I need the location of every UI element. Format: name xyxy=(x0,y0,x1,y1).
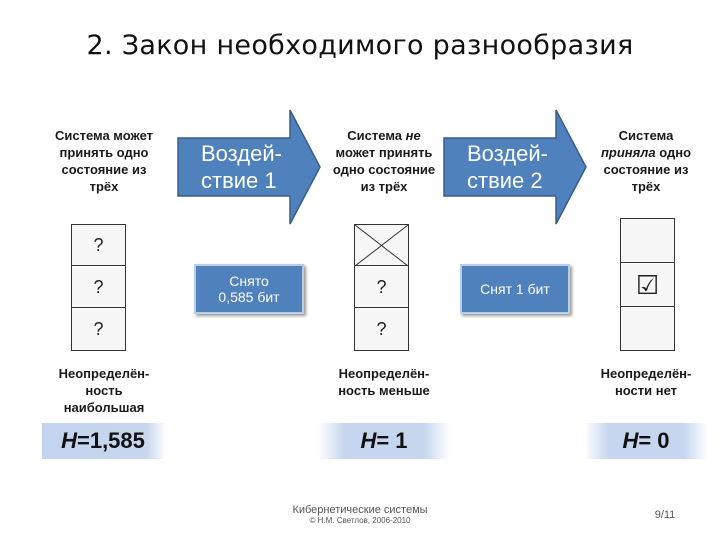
state-cell: ? xyxy=(72,309,125,350)
footer-course: Кибернетические системы © Н.М. Светлов, … xyxy=(260,504,460,525)
slide-title: 2. Закон необходимого разнообразия xyxy=(86,30,634,61)
entropy-value-1: H=1,585 xyxy=(42,423,164,459)
action-arrow-1 xyxy=(177,109,321,225)
state-2-caption: Система не может принять одно состояние … xyxy=(320,127,448,195)
arrow-label-line: Воздей- xyxy=(467,141,548,166)
arrow-1-label: Воздей- ствие 1 xyxy=(201,140,282,194)
state-cell: ? xyxy=(72,267,125,308)
entropy-number: = 1 xyxy=(376,428,408,453)
uncertainty-line: наибольшая xyxy=(63,400,145,415)
footer-copyright: © Н.М. Светлов, 2006-2010 xyxy=(309,516,411,525)
state-cell xyxy=(621,219,674,263)
arrow-label-line: ствие 2 xyxy=(467,168,543,193)
caption-line: состояние из xyxy=(603,162,689,177)
entropy-number: = 0 xyxy=(638,428,670,453)
caption-line: может принять xyxy=(335,145,433,160)
arrow-2-label: Воздей- ствие 2 xyxy=(467,140,548,194)
caption-line: принять одно xyxy=(59,145,149,160)
state-3-caption: Система приняла одно состояние из трёх xyxy=(582,127,710,195)
state-cell: ? xyxy=(355,309,408,350)
uncertainty-line: Неопределён- xyxy=(600,366,692,381)
caption-line: трёх xyxy=(89,179,119,194)
uncertainty-line: Неопределён- xyxy=(58,366,150,381)
state-cell: ? xyxy=(355,267,408,308)
checked-box-icon: ☑ xyxy=(621,264,674,307)
caption-line: одно состояние xyxy=(332,162,436,177)
action-arrow-2 xyxy=(443,109,587,225)
state-2-cells: ? ? xyxy=(354,224,409,351)
caption-line: трёх xyxy=(631,179,661,194)
uncertainty-line: Неопределён- xyxy=(338,366,430,381)
state-3-cells: ☑ xyxy=(620,218,675,351)
entropy-value-2: H = 1 xyxy=(318,423,450,459)
caption-emphasis: приняла xyxy=(600,145,656,160)
caption-line: приняла одно xyxy=(582,144,710,161)
arrow-label-line: ствие 1 xyxy=(201,168,277,193)
state-3-uncertainty: Неопределён- ности нет xyxy=(582,365,710,399)
state-2-uncertainty: Неопределён- ность меньше xyxy=(320,365,448,399)
state-cell xyxy=(621,308,674,350)
entropy-number: =1,585 xyxy=(76,428,145,453)
footer-course-title: Кибернетические системы xyxy=(292,504,428,516)
entropy-symbol: H xyxy=(360,428,377,453)
caption-line: Система xyxy=(618,128,674,143)
caption-line: из трёх xyxy=(360,179,408,194)
arrow-label-line: Воздей- xyxy=(201,141,282,166)
caption-text: Система xyxy=(347,128,406,143)
caption-line: состояние из xyxy=(61,162,147,177)
caption-line: Система может xyxy=(54,128,153,143)
state-1-uncertainty: Неопределён- ность наибольшая xyxy=(40,365,168,416)
uncertainty-line: ности нет xyxy=(614,383,678,398)
entropy-value-3: H = 0 xyxy=(584,423,708,459)
caption-text: одно xyxy=(655,145,692,160)
caption-line: Система не xyxy=(320,127,448,144)
bits-line: 0,585 бит xyxy=(218,289,280,305)
caption-emphasis: не xyxy=(405,128,421,143)
uncertainty-line: ность меньше xyxy=(338,383,430,398)
state-1-caption: Система может принять одно состояние из … xyxy=(40,127,168,195)
bits-line: Снято xyxy=(229,273,269,289)
page-number: 9/11 xyxy=(654,509,676,521)
bits-removed-2: Снят 1 бит xyxy=(460,264,570,314)
entropy-symbol: H xyxy=(61,428,77,453)
state-1-cells: ? ? ? xyxy=(71,224,126,351)
entropy-symbol: H xyxy=(622,428,639,453)
crossed-cell xyxy=(355,225,408,266)
state-cell: ? xyxy=(72,225,125,266)
bits-removed-1: Снято 0,585 бит xyxy=(194,264,304,314)
cross-icon xyxy=(355,225,408,266)
uncertainty-line: ность xyxy=(85,383,123,398)
bits-line: Снят 1 бит xyxy=(480,281,550,297)
